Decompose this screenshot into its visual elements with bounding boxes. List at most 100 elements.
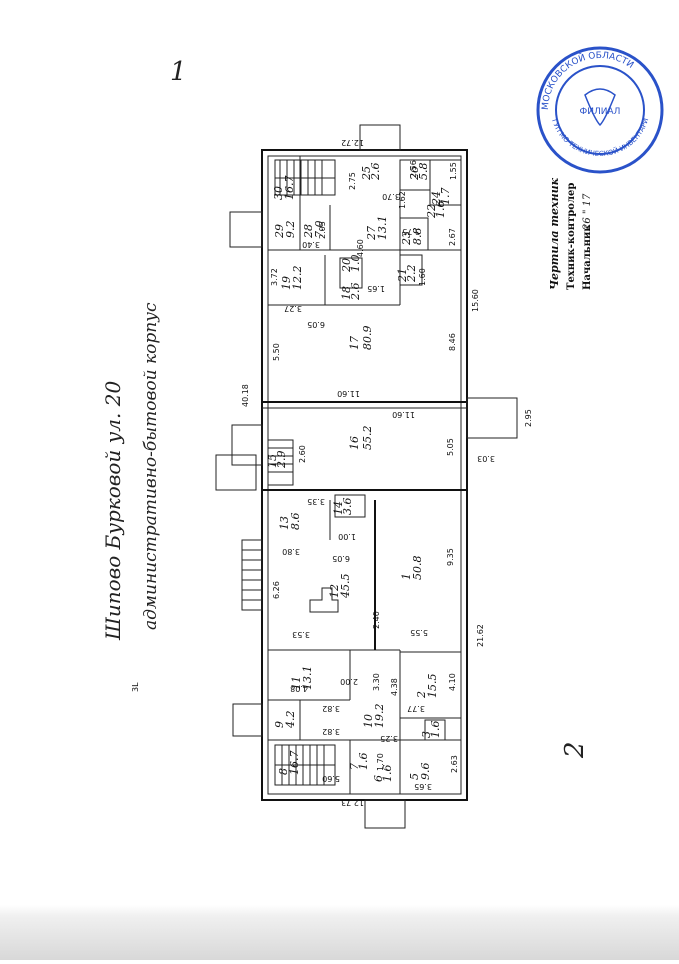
svg-text:24: 24 [430, 191, 443, 206]
room-7: 71.6 [348, 753, 370, 771]
svg-text:80.9: 80.9 [361, 326, 374, 351]
svg-text:3.30: 3.30 [372, 673, 381, 691]
room-3: 31.6 [420, 721, 442, 739]
svg-text:14: 14 [332, 501, 345, 515]
svg-text:6: 6 [372, 775, 385, 782]
official-stamp: МОСКОВСКОЙ ОБЛАСТИ ГУП МО ТЕХНИЧЕСКОЙ ИН… [0, 0, 664, 174]
svg-text:3.77: 3.77 [407, 704, 425, 713]
svg-text:11: 11 [290, 676, 303, 690]
svg-text:3.82: 3.82 [322, 727, 340, 736]
room-13: 138.6 [278, 513, 302, 531]
svg-text:8: 8 [277, 768, 290, 775]
svg-text:2.67: 2.67 [448, 228, 457, 246]
svg-text:55.2: 55.2 [361, 426, 374, 451]
svg-text:13: 13 [278, 516, 291, 530]
sign-date: 26 " 17 [582, 193, 593, 231]
room-2: 215.5 [415, 674, 439, 700]
svg-text:29: 29 [273, 224, 286, 239]
svg-text:2.63: 2.63 [450, 755, 459, 773]
svg-text:19: 19 [280, 276, 293, 290]
staircase-south [274, 744, 336, 786]
porch-west-mid [231, 424, 263, 466]
entrance-porches [215, 124, 518, 829]
svg-text:4.60: 4.60 [356, 239, 365, 257]
cubicle [334, 494, 366, 518]
porch-west-upper [229, 211, 263, 248]
svg-text:11.60: 11.60 [392, 410, 415, 419]
svg-text:3.27: 3.27 [284, 304, 302, 313]
internal-dimensions: 2.75 3.70 1.55 2.56 2.05 3.40 1.62 3.75 … [270, 160, 459, 791]
room-25: 252.6 [360, 163, 382, 182]
svg-text:23: 23 [400, 231, 413, 246]
room-24: 241.7 [430, 188, 452, 207]
cubicle [399, 254, 423, 286]
room-21: 212.2 [396, 265, 418, 284]
dim-right-upper: 15.60 [471, 289, 480, 312]
svg-text:3.70: 3.70 [382, 192, 400, 201]
svg-text:4.10: 4.10 [448, 673, 457, 691]
svg-text:1.65: 1.65 [367, 284, 385, 293]
svg-text:16: 16 [348, 436, 361, 450]
svg-text:1.6: 1.6 [381, 765, 394, 783]
title-building-type: административно-бытовой корпус [141, 302, 161, 630]
room-22: 221.6 [425, 201, 447, 220]
dim-porch: 2.95 [524, 409, 533, 427]
porch-north [359, 124, 401, 151]
svg-text:5.50: 5.50 [272, 343, 281, 361]
porch-east [466, 397, 518, 439]
svg-text:2.6: 2.6 [369, 163, 382, 182]
svg-text:3.35: 3.35 [307, 497, 325, 506]
svg-text:9.2: 9.2 [284, 221, 297, 239]
svg-text:1.60: 1.60 [418, 268, 427, 286]
svg-text:3.40: 3.40 [302, 240, 320, 249]
svg-text:2: 2 [415, 691, 428, 699]
svg-text:18: 18 [340, 286, 353, 300]
svg-text:4.38: 4.38 [390, 678, 399, 696]
ramp-west [215, 454, 257, 491]
svg-text:5: 5 [408, 773, 421, 780]
svg-text:20: 20 [340, 258, 353, 273]
svg-text:2.9: 2.9 [275, 451, 288, 470]
svg-text:1.55: 1.55 [449, 162, 458, 180]
stamp-center-text: ФИЛИАЛ [580, 107, 621, 117]
svg-text:1.0: 1.0 [349, 255, 362, 273]
svg-text:21: 21 [396, 268, 409, 283]
signature-block: Чертила техник Техник-контролер Начальни… [548, 177, 593, 290]
stamp-emblem [584, 88, 616, 127]
svg-text:26: 26 [408, 166, 421, 181]
svg-text:4.08: 4.08 [290, 684, 308, 693]
svg-text:1.7: 1.7 [439, 188, 452, 206]
handwritten-title: Шипово Бурковой ул. 20 административно-б… [101, 302, 161, 641]
cubicle [399, 217, 429, 251]
svg-text:19.2: 19.2 [373, 704, 386, 729]
corner-mark: 3L [131, 682, 140, 692]
staircase-middle [267, 439, 294, 486]
porch-south [364, 799, 406, 829]
svg-text:2.05: 2.05 [318, 221, 327, 239]
room-6: 61.6 [372, 765, 394, 783]
svg-text:3.65: 3.65 [414, 782, 432, 791]
room-8: 816.7 [277, 751, 301, 776]
chief-label: Начальник [582, 224, 593, 290]
svg-text:3.6: 3.6 [341, 498, 354, 516]
svg-text:1: 1 [400, 573, 413, 580]
svg-text:45.5: 45.5 [339, 574, 352, 600]
svg-text:4.2: 4.2 [284, 711, 297, 730]
svg-text:3.80: 3.80 [282, 547, 300, 556]
steps-west [241, 539, 263, 611]
stamp-inner-ring [555, 65, 645, 155]
cubicle [339, 257, 363, 289]
svg-text:2.75: 2.75 [348, 172, 357, 190]
svg-text:16.7: 16.7 [288, 751, 301, 776]
dim-top: 12.72 [341, 138, 364, 147]
svg-text:5.60: 5.60 [322, 774, 340, 783]
svg-text:22: 22 [425, 204, 438, 219]
drafter-label: Чертила техник [548, 177, 561, 290]
svg-text:1.6: 1.6 [434, 201, 447, 219]
svg-text:6.05: 6.05 [332, 554, 350, 563]
